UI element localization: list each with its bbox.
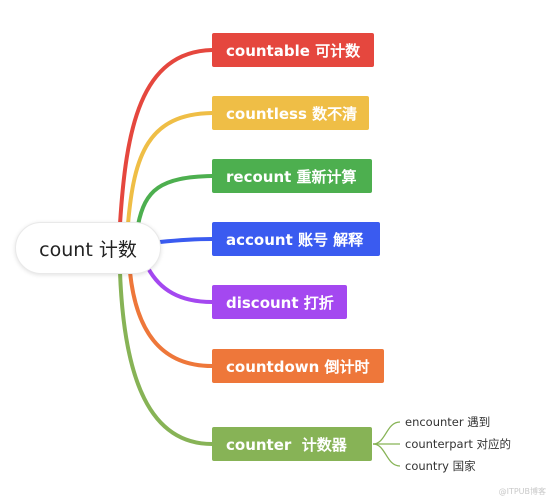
branch-countable: countable 可计数 <box>212 33 374 67</box>
root-node: count 计数 <box>15 222 161 274</box>
leaf-encounter: encounter 遇到 <box>405 415 491 429</box>
branch-label: discount 打折 <box>226 293 334 312</box>
branch-label: countdown 倒计时 <box>226 357 370 376</box>
connector-encounter <box>372 421 401 445</box>
connector-countable <box>118 48 214 226</box>
branch-label: countable 可计数 <box>226 41 361 60</box>
branch-account: account 账号 解释 <box>212 222 380 256</box>
connector-counter <box>118 270 214 446</box>
branch-label: recount 重新计算 <box>226 167 357 186</box>
watermark: @ITPUB博客 <box>498 487 546 496</box>
branch-counter: counter 计数器 <box>212 427 372 461</box>
branch-label: account 账号 解释 <box>226 230 364 249</box>
branch-countless: countless 数不清 <box>212 96 369 130</box>
branch-recount: recount 重新计算 <box>212 159 372 193</box>
branch-discount: discount 打折 <box>212 285 347 319</box>
connector-countless <box>126 111 214 226</box>
branch-label: countless 数不清 <box>226 104 358 123</box>
connector-country <box>372 443 401 467</box>
root-label: count 计数 <box>39 238 137 261</box>
connector-recount <box>136 174 214 227</box>
leaf-country: country 国家 <box>405 459 476 473</box>
connector-account <box>158 237 214 244</box>
connector-countdown <box>128 270 214 368</box>
connector-discount <box>146 266 214 304</box>
branch-label: counter 计数器 <box>226 435 347 454</box>
leaf-counterpart: counterpart 对应的 <box>405 437 511 451</box>
branch-countdown: countdown 倒计时 <box>212 349 384 383</box>
